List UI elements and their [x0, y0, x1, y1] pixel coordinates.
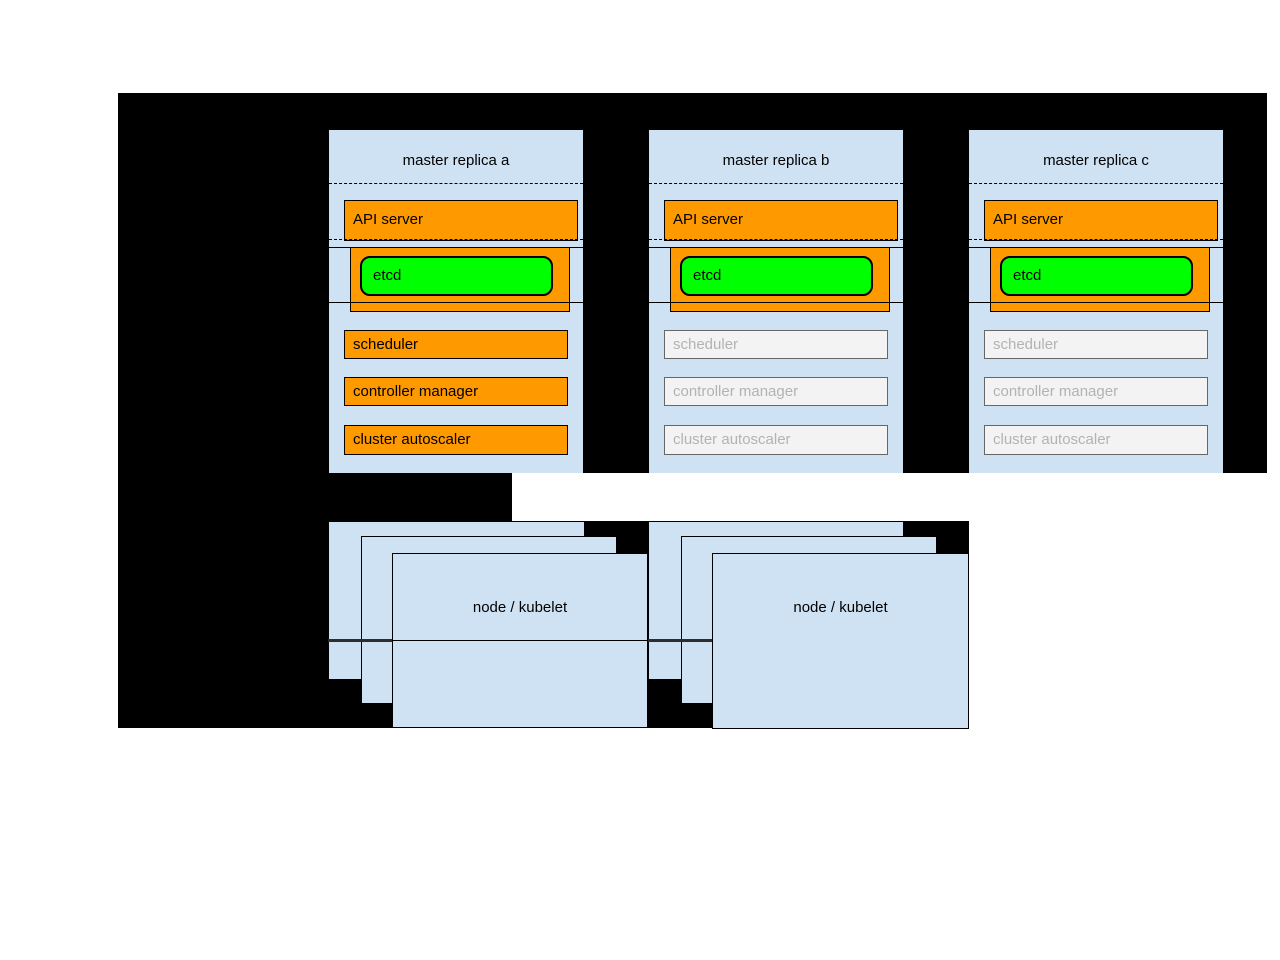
controller-manager-box-inactive: controller manager: [664, 377, 888, 406]
master-replica-b-box: master replica b API server etcd schedul…: [649, 130, 903, 473]
solid-divider-lower: [969, 302, 1223, 303]
dashed-divider-upper: [329, 183, 583, 184]
dashed-divider-upper: [969, 183, 1223, 184]
black-backdrop-middle-strip: [118, 473, 512, 521]
scheduler-box-inactive: scheduler: [664, 330, 888, 359]
node-kubelet-label: node / kubelet: [472, 599, 568, 616]
api-server-box: API server: [344, 200, 578, 241]
replica-title: master replica b: [722, 152, 830, 169]
node-stack-right-front-box: node / kubelet: [712, 553, 969, 729]
etcd-container-box: etcd: [670, 247, 890, 312]
replica-title: master replica c: [1043, 152, 1149, 169]
dashed-divider-lower: [649, 239, 903, 240]
dashed-divider-upper: [649, 183, 903, 184]
api-server-box: API server: [664, 200, 898, 241]
scheduler-box-inactive: scheduler: [984, 330, 1208, 359]
dashed-divider-lower: [969, 239, 1223, 240]
etcd-box: etcd: [360, 256, 553, 296]
cluster-autoscaler-box: cluster autoscaler: [344, 425, 568, 455]
solid-divider-lower: [649, 302, 903, 303]
node-kubelet-label: node / kubelet: [793, 599, 888, 616]
dashed-divider-lower: [329, 239, 583, 240]
master-replica-c-box: master replica c API server etcd schedul…: [969, 130, 1223, 473]
etcd-container-box: etcd: [990, 247, 1210, 312]
api-server-box: API server: [984, 200, 1218, 241]
cluster-autoscaler-box-inactive: cluster autoscaler: [984, 425, 1208, 455]
controller-manager-box: controller manager: [344, 377, 568, 406]
horizontal-line-segment-left: [328, 639, 392, 642]
solid-divider-lower: [329, 302, 583, 303]
etcd-box: etcd: [680, 256, 873, 296]
solid-divider-upper: [969, 247, 1223, 248]
controller-manager-box-inactive: controller manager: [984, 377, 1208, 406]
horizontal-line-segment-center: [392, 640, 648, 641]
etcd-container-box: etcd: [350, 247, 570, 312]
solid-divider-upper: [329, 247, 583, 248]
replica-title: master replica a: [402, 152, 510, 169]
solid-divider-upper: [649, 247, 903, 248]
etcd-box: etcd: [1000, 256, 1193, 296]
scheduler-box: scheduler: [344, 330, 568, 359]
horizontal-line-segment-right: [648, 639, 712, 642]
master-replica-a-box: master replica a API server etcd schedul…: [329, 130, 583, 473]
cluster-autoscaler-box-inactive: cluster autoscaler: [664, 425, 888, 455]
